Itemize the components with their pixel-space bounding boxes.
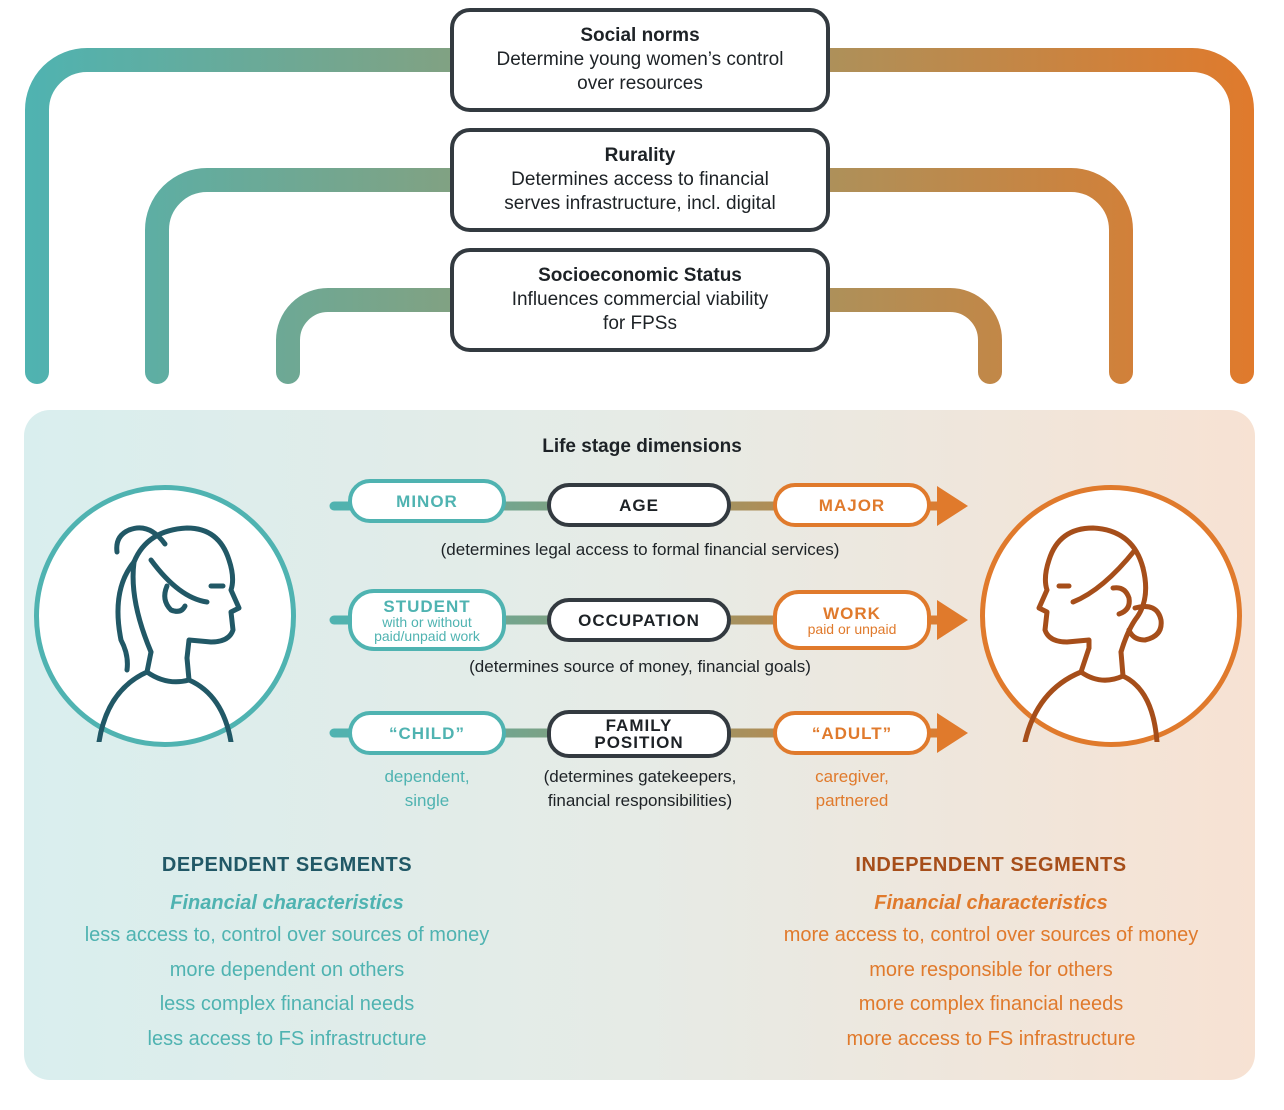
segment-heading: DEPENDENT SEGMENTS	[161, 854, 413, 876]
factor-box-socioeconomic-status: Socioeconomic Status Influences commerci…	[450, 248, 830, 352]
pill-sublabel: paid or unpaid	[807, 620, 897, 637]
adult-note: caregiver, partnered	[815, 767, 889, 810]
factor-title: Rurality	[604, 145, 676, 166]
pill-label: “CHILD”	[389, 723, 465, 743]
pill-major: MAJOR	[773, 483, 931, 527]
segment-item: more access to, control over sources of …	[783, 924, 1199, 946]
factor-box-rurality: Rurality Determines access to financial …	[450, 128, 830, 232]
independent-segments: INDEPENDENT SEGMENTS Financial character…	[731, 850, 1251, 1056]
pill-label: MINOR	[396, 491, 458, 511]
segment-item: more responsible for others	[869, 958, 1113, 981]
arrow-right-icon	[937, 486, 968, 526]
life-stage-title: Life stage dimensions	[542, 436, 742, 457]
segment-item: more access to FS infrastructure	[846, 1027, 1136, 1050]
pill-label: STUDENT	[383, 596, 471, 616]
woman-bun-icon	[1022, 525, 1164, 742]
pill-sublabel: with or without paid/unpaid work	[374, 613, 480, 644]
pill-label: WORK	[823, 603, 881, 623]
pill-label: OCCUPATION	[578, 610, 700, 630]
age-note: (determines legal access to formal finan…	[440, 540, 840, 559]
factor-box-social-norms: Social norms Determine young women’s con…	[450, 8, 830, 112]
segment-item: more dependent on others	[169, 958, 405, 981]
factor-title: Social norms	[580, 25, 700, 46]
occupation-note: (determines source of money, financial g…	[469, 657, 811, 676]
pill-adult: “ADULT”	[773, 711, 931, 755]
factor-title: Socioeconomic Status	[538, 265, 742, 286]
young-woman-ponytail-icon	[96, 525, 242, 742]
independent-avatar	[980, 485, 1242, 747]
segment-subheading: Financial characteristics	[874, 892, 1108, 914]
segment-subheading: Financial characteristics	[170, 892, 404, 914]
arrow-right-icon	[937, 713, 968, 753]
factor-description: Influences commercial viability for FPSs	[511, 289, 769, 334]
pill-label: FAMILY POSITION	[594, 716, 684, 752]
dependent-segments: DEPENDENT SEGMENTS Financial characteris…	[27, 850, 547, 1056]
segment-item: more complex financial needs	[858, 993, 1124, 1015]
segment-item: less access to, control over sources of …	[84, 924, 490, 946]
family-note: (determines gatekeepers, financial respo…	[543, 767, 737, 810]
pill-label: “ADULT”	[811, 723, 893, 743]
segment-heading: INDEPENDENT SEGMENTS	[855, 854, 1127, 876]
segment-item: less complex financial needs	[159, 993, 415, 1015]
arrow-right-icon	[937, 600, 968, 640]
factor-description: Determine young women’s control over res…	[496, 49, 784, 94]
segment-item: less access to FS infrastructure	[147, 1027, 427, 1050]
pill-age: AGE	[547, 483, 731, 527]
pill-work: WORK paid or unpaid	[773, 590, 931, 650]
pill-label: MAJOR	[818, 495, 886, 515]
pill-occupation: OCCUPATION	[547, 598, 731, 642]
pill-family-position: FAMILY POSITION	[547, 710, 731, 758]
pill-minor: MINOR	[348, 479, 506, 523]
pill-child: “CHILD”	[348, 711, 506, 755]
dependent-avatar	[34, 485, 296, 747]
factor-description: Determines access to financial serves in…	[504, 169, 776, 214]
child-note: dependent, single	[384, 767, 470, 810]
pill-label: AGE	[619, 495, 659, 515]
pill-student: STUDENT with or without paid/unpaid work	[348, 589, 506, 651]
